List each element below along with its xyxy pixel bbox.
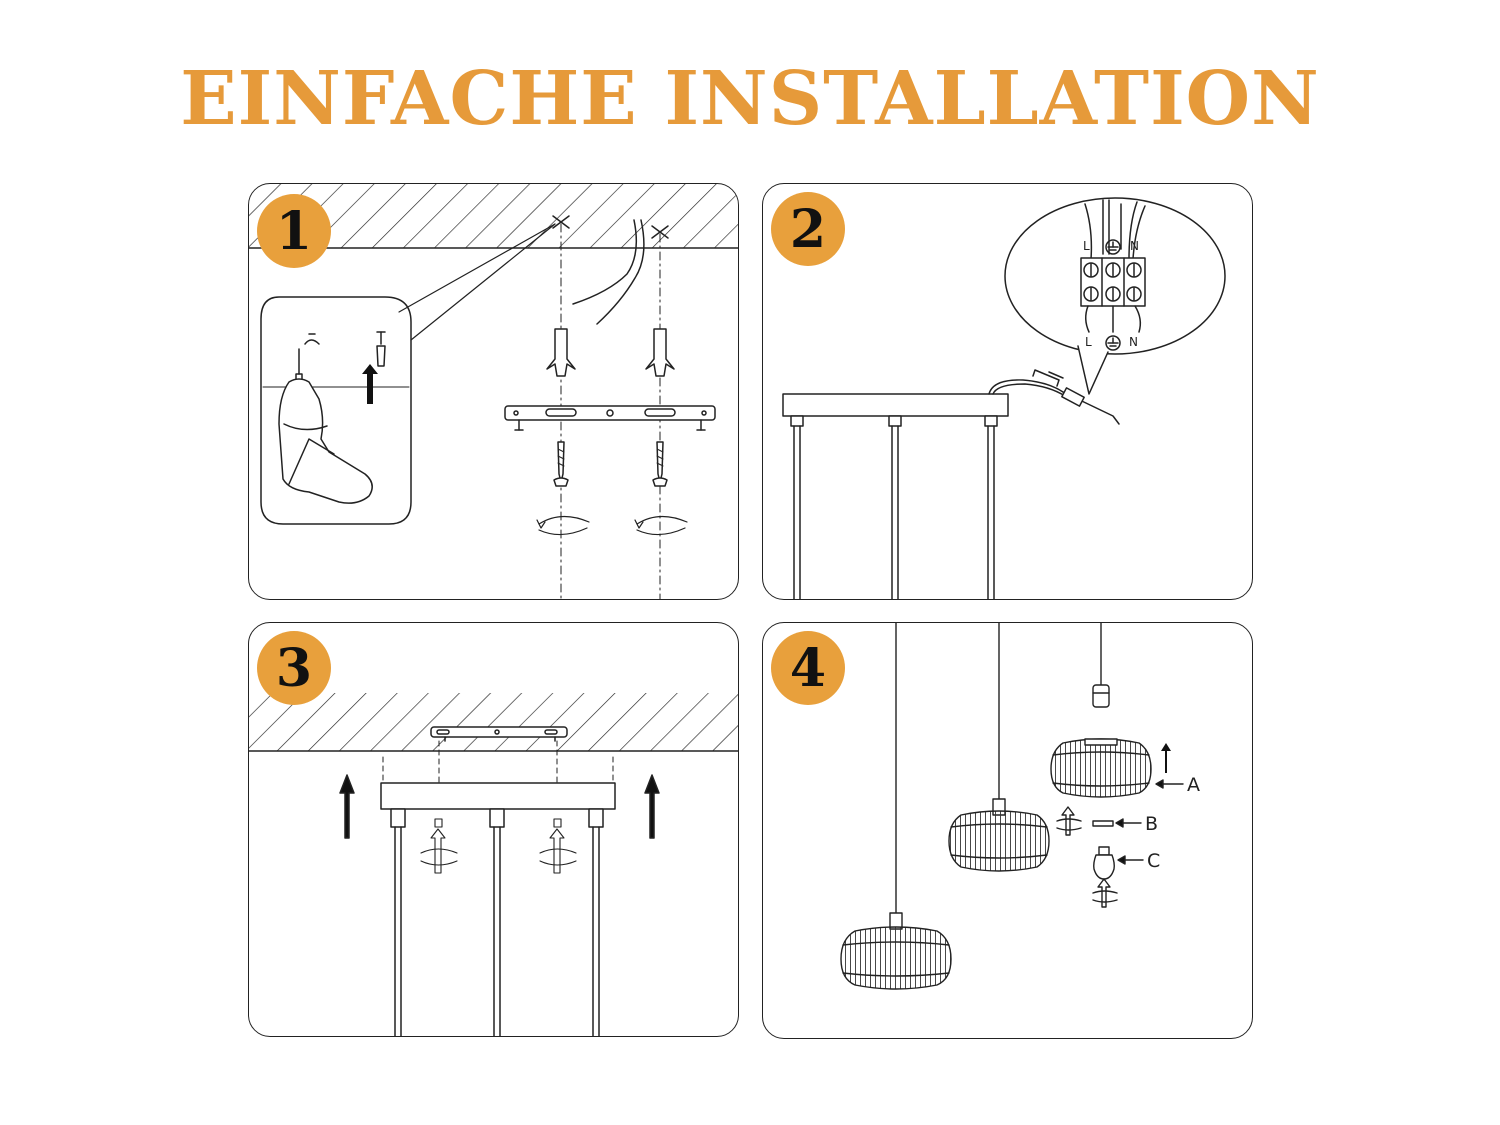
step-2-panel: L N L N 2	[762, 183, 1253, 600]
rotate-arrows	[536, 515, 688, 536]
fastening-nuts	[420, 818, 577, 874]
wall-anchors	[546, 328, 675, 377]
wire-label-l-top: L	[1083, 239, 1090, 253]
step-3-illustration	[249, 693, 738, 1036]
page-title: EINFACHE INSTALLATION	[180, 56, 1320, 142]
ring-b	[1092, 820, 1114, 827]
terminal-screws	[1083, 262, 1142, 302]
step-number-badge: 2	[771, 192, 845, 266]
pendant-lamp-left	[840, 623, 952, 990]
step-number-badge: 4	[771, 631, 845, 705]
step-2-illustration: L N L N	[782, 197, 1226, 599]
suspension-cables	[394, 826, 600, 1036]
terminal-block-small	[1061, 387, 1085, 407]
pendant-lamp-exploded	[1050, 623, 1184, 908]
wire-label-l-bottom: L	[1085, 335, 1092, 349]
pendant-lamp-middle	[948, 623, 1050, 872]
step-1-illustration	[249, 184, 738, 599]
ground-symbol-top	[1105, 239, 1121, 255]
light-bulb-c	[1093, 846, 1115, 880]
label-arrows	[1115, 779, 1184, 865]
wire-label-n-bottom: N	[1129, 335, 1138, 349]
part-label-b: B	[1145, 813, 1158, 835]
step-4-illustration: A B C	[840, 623, 1200, 990]
screws	[553, 441, 668, 487]
anchor-insert-icon	[362, 331, 386, 404]
ground-symbol-bottom	[1105, 335, 1121, 351]
step-number-badge: 3	[257, 631, 331, 705]
power-cable	[572, 219, 645, 325]
wiring-zoom-bubble	[1004, 197, 1226, 395]
mounting-bracket	[430, 726, 568, 742]
step-number-badge: 1	[257, 194, 331, 268]
drill-detail-callout	[260, 223, 556, 525]
suspension-cables	[793, 425, 995, 599]
step-3-panel: 3	[248, 622, 739, 1037]
drill-icon	[278, 333, 373, 504]
canopy-bar	[380, 782, 616, 828]
lift-arrows	[339, 774, 660, 839]
drill-marks	[552, 215, 669, 239]
ceiling-hatch	[249, 693, 738, 751]
ceiling-hatch	[249, 184, 738, 248]
wire-label-n-top: N	[1130, 239, 1139, 253]
part-label-c: C	[1147, 850, 1160, 872]
part-label-a: A	[1187, 774, 1200, 796]
mounting-bracket	[504, 405, 716, 431]
dash-guides	[382, 740, 614, 814]
step-1-panel: 1	[248, 183, 739, 600]
step-4-panel: A B C 4	[762, 622, 1253, 1039]
canopy-bar	[782, 393, 1009, 427]
